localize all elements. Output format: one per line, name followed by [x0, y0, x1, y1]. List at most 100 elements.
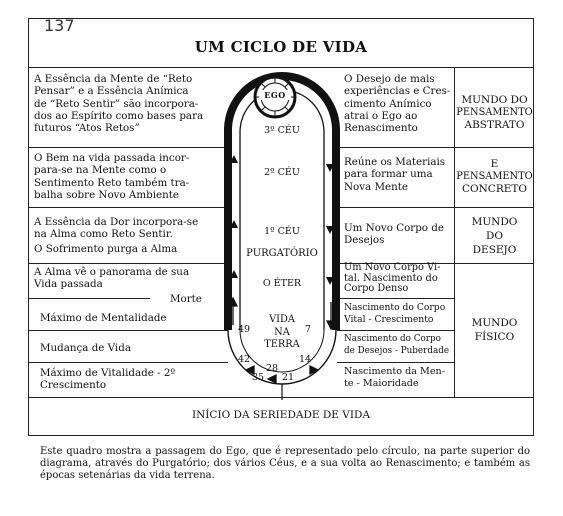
- text-line: O Sofrimento purga a Alma: [34, 242, 178, 255]
- text-line: de Desejos - Puberdade: [344, 345, 450, 356]
- diagram-frame: [28, 18, 534, 436]
- text-line: A Essência da Mente de “Reto: [34, 73, 193, 85]
- text-line: Corpo Denso: [344, 283, 409, 294]
- age-42: 42: [237, 354, 251, 365]
- descending-arrows: [326, 164, 334, 285]
- age-7: 7: [304, 324, 312, 335]
- down-arrow-icon: [325, 320, 337, 331]
- text-line: MUNDO: [471, 216, 518, 228]
- text-line: VIDA: [269, 314, 295, 325]
- text-line: TERRA: [264, 339, 300, 350]
- text-line: tal. Nascimento do: [344, 272, 438, 284]
- left-row-1: A Essência da Mente de “Reto Pensar” e a…: [34, 73, 224, 134]
- world-physical: MUNDO FÍSICO: [455, 316, 534, 344]
- first-heaven-label: 1º CÉU: [264, 226, 300, 237]
- text-line: para-se na Mente como o: [34, 164, 167, 177]
- world-desire: MUNDO DO DESEJO: [455, 215, 534, 257]
- text-line: PENSAMENTO: [456, 106, 533, 118]
- loop-outer-band: [224, 72, 340, 330]
- ascending-arrows: [230, 155, 238, 278]
- down-arrow-icon: [326, 277, 334, 285]
- text-line: atrai o Ego ao: [344, 109, 418, 122]
- grid-line: [28, 298, 228, 299]
- footer-divider: [28, 397, 534, 398]
- text-line: A Essência da Dor incorpora-se: [34, 216, 199, 228]
- text-line: Nascimento do Corpo: [344, 334, 441, 344]
- text-line: Vida passada: [34, 278, 103, 291]
- text-line: dos ao Espírito como bases para: [34, 109, 204, 122]
- earth-cycle-arrows: [227, 296, 337, 385]
- left-row-4: A Alma vê o panorama de sua Vida passada: [34, 266, 224, 291]
- grid-line: [337, 147, 534, 148]
- text-line: DESEJO: [472, 244, 517, 256]
- text-line: Renascimento: [344, 122, 418, 135]
- text-line: balha sobre Novo Ambiente: [34, 188, 179, 201]
- up-arrow-icon: [227, 296, 239, 307]
- text-line: NA: [274, 326, 290, 338]
- age-14: 14: [298, 354, 312, 365]
- text-line: te - Maioridade: [344, 378, 419, 389]
- text-line: Um Novo Corpo Vi-: [344, 262, 441, 273]
- world-column-divider: [454, 67, 455, 397]
- second-heaven-label: 2º CÉU: [264, 167, 300, 178]
- left-row-2: O Bem na vida passada incor- para-se na …: [34, 152, 224, 201]
- handwritten-page-number: 137: [44, 16, 75, 35]
- text-line: CONCRETO: [461, 183, 528, 195]
- text-line: A Alma vê o panorama de sua: [34, 266, 190, 278]
- text-line: FÍSICO: [474, 331, 515, 343]
- right-row-7: Nascimento da Men- te - Maioridade: [344, 366, 452, 390]
- text-line: Sentimento Reto também tra-: [34, 176, 190, 189]
- figure-caption: Este quadro mostra a passagem do Ego, qu…: [40, 446, 530, 481]
- text-line: Crescimento: [40, 379, 107, 392]
- left-arrow-icon: [244, 364, 255, 376]
- life-on-earth-label: VIDA NA TERRA: [250, 314, 314, 352]
- age-49: 49: [237, 324, 251, 335]
- text-line: ABSTRATO: [464, 119, 525, 131]
- right-row-4: Um Novo Corpo Vi- tal. Nascimento do Cor…: [344, 262, 452, 295]
- right-row-6: Nascimento do Corpo de Desejos - Puberda…: [344, 334, 452, 357]
- text-line: MUNDO: [471, 317, 518, 329]
- ego-ray: [260, 82, 266, 88]
- ego-ray: [284, 82, 290, 88]
- third-heaven-label: 3º CÉU: [264, 125, 300, 136]
- text-line: O Desejo de mais: [344, 73, 435, 85]
- ether-label: O ÉTER: [262, 278, 302, 289]
- earth-life-inner-arc: [239, 329, 325, 373]
- text-line: Máximo de Vitalidade - 2º: [40, 367, 176, 379]
- ego-label: EGO: [259, 90, 291, 100]
- right-row-5: Nascimento do Corpo Vital - Crescimento: [344, 302, 452, 325]
- ego-ray: [260, 106, 266, 112]
- text-line: Nova Mente: [344, 180, 408, 193]
- grid-line: [337, 298, 454, 299]
- purgatory-label: PURGATÓRIO: [246, 248, 318, 259]
- right-row-1: O Desejo de mais experiências e Cres- ci…: [344, 73, 452, 134]
- left-arrow-icon: [266, 373, 277, 385]
- text-line: E: [490, 158, 499, 170]
- text-line: Desejos: [344, 234, 385, 247]
- up-arrow-icon: [230, 270, 238, 278]
- grid-line: [28, 330, 228, 331]
- text-line: cimento Anímico: [344, 97, 432, 110]
- text-line: de “Reto Sentir” são incorpora-: [34, 97, 199, 110]
- text-line: futuros “Atos Retos”: [34, 122, 140, 135]
- grid-line: [337, 207, 534, 208]
- text-line: Nascimento da Men-: [344, 366, 445, 377]
- death-label: Morte: [150, 293, 224, 306]
- ego-ray: [284, 106, 290, 112]
- down-arrow-icon: [326, 226, 334, 234]
- world-concrete-thought: E PENSAMENTO CONCRETO: [455, 158, 534, 196]
- age-21: 21: [281, 372, 295, 383]
- text-line: para formar uma: [344, 168, 433, 181]
- text-line: DO: [485, 230, 504, 242]
- grid-line: [337, 362, 454, 363]
- text-line: PENSAMENTO: [456, 170, 533, 182]
- left-row-6: Mudança de Vida: [40, 342, 131, 354]
- grid-line: [28, 147, 228, 148]
- left-row-7: Máximo de Vitalidade - 2º Crescimento: [40, 367, 226, 392]
- text-line: O Bem na vida passada incor-: [34, 152, 190, 164]
- grid-line: [28, 362, 228, 363]
- diagram-title: UM CICLO DE VIDA: [194, 38, 368, 56]
- text-line: MUNDO DO: [461, 94, 528, 106]
- grid-line: [337, 330, 454, 331]
- title-divider: [28, 67, 534, 68]
